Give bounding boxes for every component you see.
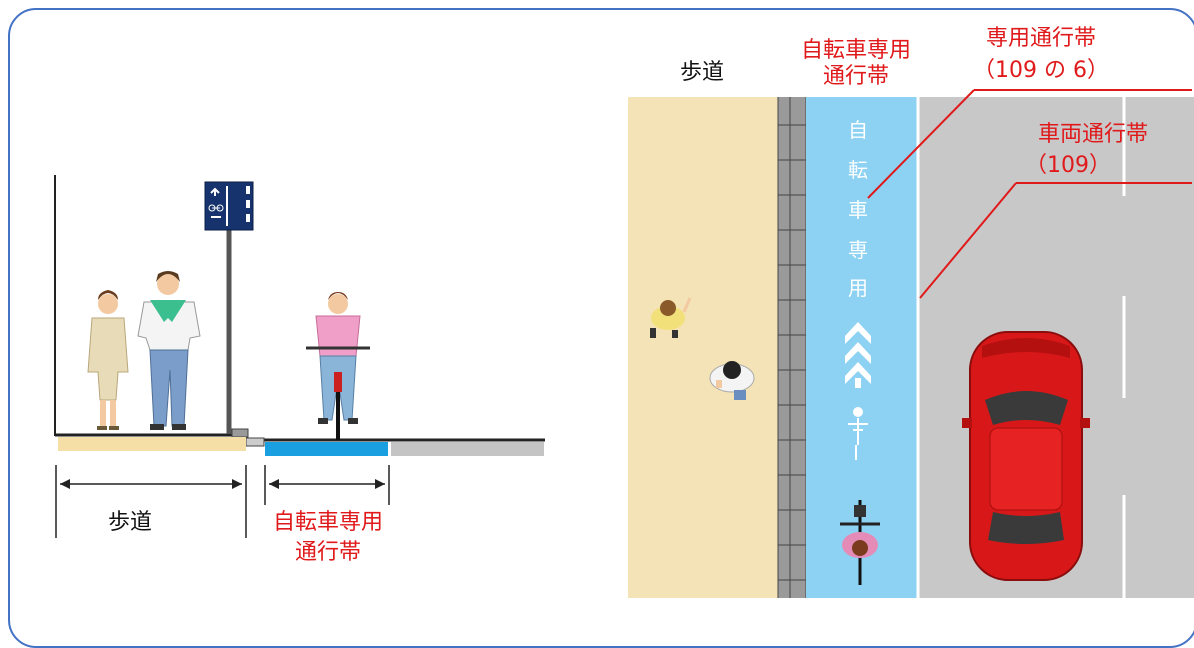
dedicated-lane-callout-1: 専用通行帯 [985,26,1096,51]
pedestrian-woman-icon [87,290,129,430]
cyclist-icon [306,292,370,440]
cross-section-bike-lane-label-1: 自転車専用 [272,510,383,535]
plan-curb [778,97,806,598]
sidewalk-section-bar [58,437,246,451]
road-marking-char-1: 自 [848,118,868,142]
bike-lane-width-arrow [269,479,385,489]
sidewalk-width-arrow [60,479,242,489]
cross-section-diagram [54,89,1194,598]
plan-bike-lane-label-2: 通行帯 [822,64,889,89]
topdown-pedestrian-yellow-icon [650,297,692,338]
road-marking-char-3: 車 [848,198,868,222]
callout-leader-lines [867,89,1192,299]
dedicated-lane-callout-2: （109 の 6） [973,58,1109,83]
bicycle-lane-sign-icon [204,181,254,231]
road-marking-char-2: 転 [848,158,868,182]
bicycle-marking-icon [848,407,868,460]
curb-base [245,437,265,447]
cross-section-bike-lane-label-2: 通行帯 [294,540,361,565]
road-section-bar [391,442,544,456]
red-car-icon [962,331,1090,581]
road-marking-char-5: 用 [848,276,868,300]
pedestrian-man-icon [137,271,201,430]
curb [231,428,249,438]
plan-bike-lane-label-1: 自転車専用 [800,38,911,63]
topdown-pedestrian-man-icon [709,361,755,400]
chevron-arrows-icon [845,322,871,388]
topdown-cyclist-icon [840,500,880,585]
plan-sidewalk [628,97,778,598]
vehicle-lane-callout-2: （109） [1025,153,1111,178]
vehicle-lane-callout-1: 車両通行帯 [1037,122,1148,147]
road-marking-char-4: 専 [848,238,868,262]
bike-lane-section-bar [265,442,388,456]
plan-sidewalk-label: 歩道 [680,60,725,85]
cross-section-sidewalk-label: 歩道 [108,510,153,535]
